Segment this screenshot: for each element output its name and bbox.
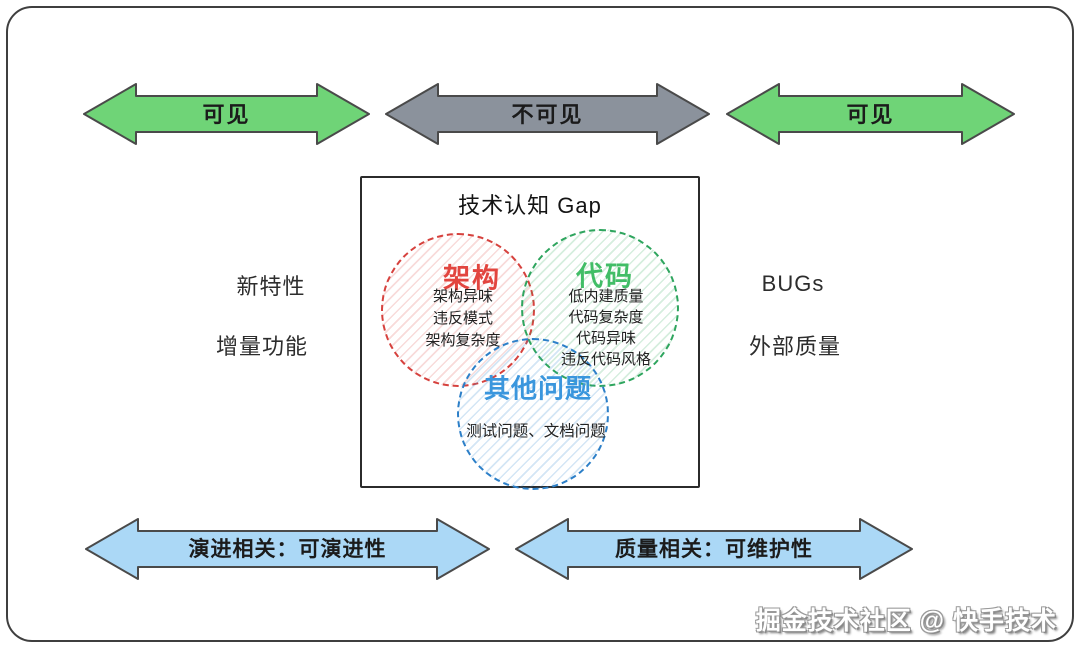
watermark: 掘金技术社区 @ 快手技术 [755,607,1057,635]
arrow-visible-right-label: 可见 [846,102,895,127]
double-arrow-icon [385,83,710,145]
arrow-evolution: 演进相关：可演进性 [85,518,490,580]
arrow-visible-left: 可见 [83,83,370,145]
tech-gap-box: 技术认知 Gap 架构 架构异味 违反模式 架构复杂度 代码 低内建质量 代码复… [360,176,700,490]
arrow-invisible: 不可见 [385,83,710,145]
arrow-quality: 质量相关：可维护性 [515,518,913,580]
code-item: 代码复杂度 [568,309,644,326]
architecture-item: 架构复杂度 [425,332,501,349]
double-arrow-icon [85,518,490,580]
architecture-item: 架构异味 [432,288,494,305]
code-items: 低内建质量 代码复杂度 代码异味 违反代码风格 [561,286,651,370]
code-item: 低内建质量 [568,288,644,305]
right-label-external-quality: 外部质量 [748,334,842,359]
arrow-quality-label: 质量相关：可维护性 [615,538,813,561]
arrow-visible-left-label: 可见 [202,102,251,127]
right-label-bugs: BUGs [761,271,825,296]
left-label-new-features: 新特性 [236,274,306,299]
gap-box-title: 技术认知 Gap [458,193,602,218]
other-issues-circle [457,338,609,490]
double-arrow-icon [83,83,370,145]
architecture-label: 架构 [443,263,501,294]
architecture-items: 架构异味 违反模式 架构复杂度 [425,286,500,352]
arrow-evolution-label: 演进相关：可演进性 [188,538,387,561]
architecture-item: 违反模式 [432,310,494,327]
code-label: 代码 [576,261,634,292]
other-issues-items: 测试问题、文档问题 [466,423,606,440]
double-arrow-icon [515,518,913,580]
double-arrow-icon [726,83,1015,145]
code-item: 违反代码风格 [560,351,652,368]
other-issues-label: 其他问题 [483,373,593,404]
arrow-visible-right: 可见 [726,83,1015,145]
arrow-invisible-label: 不可见 [511,102,584,127]
code-item: 代码异味 [575,330,637,347]
left-label-incremental: 增量功能 [215,334,309,359]
